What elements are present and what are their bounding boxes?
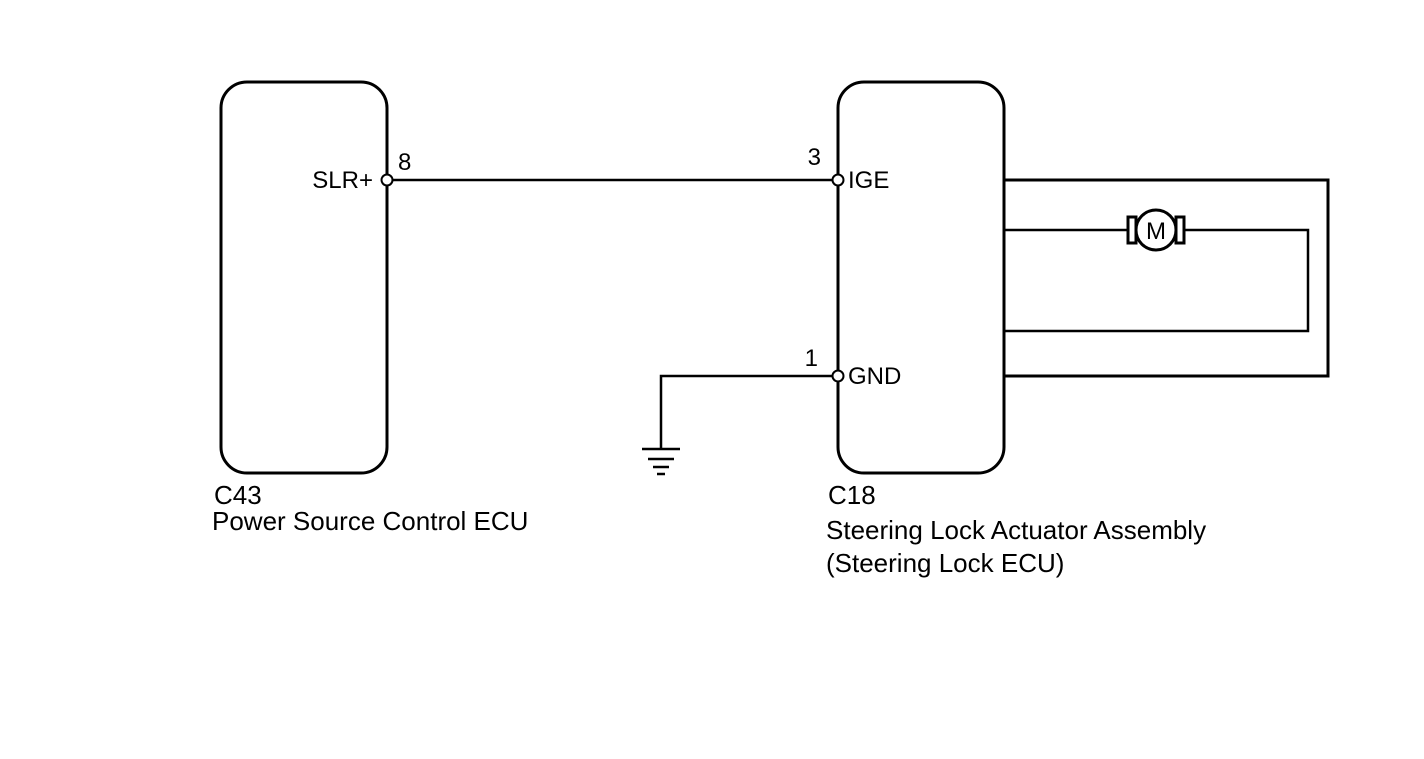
wire-gnd-to-ground xyxy=(659,374,838,449)
pin-3-terminal xyxy=(831,173,845,187)
pin-name-ige: IGE xyxy=(848,167,889,194)
pin-name-slr: SLR+ xyxy=(312,167,373,194)
connector-c18: C18 xyxy=(828,480,876,510)
actuator-housing-outline xyxy=(1004,178,1330,378)
motor-icon: M xyxy=(1126,208,1186,252)
pin-number-3: 3 xyxy=(808,144,821,171)
steering-lock-name-line2: (Steering Lock ECU) xyxy=(826,548,1064,578)
pin-number-8: 8 xyxy=(398,149,411,176)
pin-number-1: 1 xyxy=(805,345,818,372)
connector-c43: C43 xyxy=(214,480,262,510)
power-source-control-ecu-box xyxy=(219,80,389,475)
steering-lock-ecu-box xyxy=(836,80,1006,475)
pin-name-gnd: GND xyxy=(848,363,901,390)
steering-lock-name-line1: Steering Lock Actuator Assembly xyxy=(826,515,1206,545)
ground-icon xyxy=(642,447,680,476)
pin-1-terminal xyxy=(831,369,845,383)
motor-label: M xyxy=(1146,218,1166,245)
motor-circuit-return-wire xyxy=(1004,228,1310,333)
power-source-ecu-name: Power Source Control ECU xyxy=(212,506,528,536)
pin-8-terminal xyxy=(380,173,394,187)
